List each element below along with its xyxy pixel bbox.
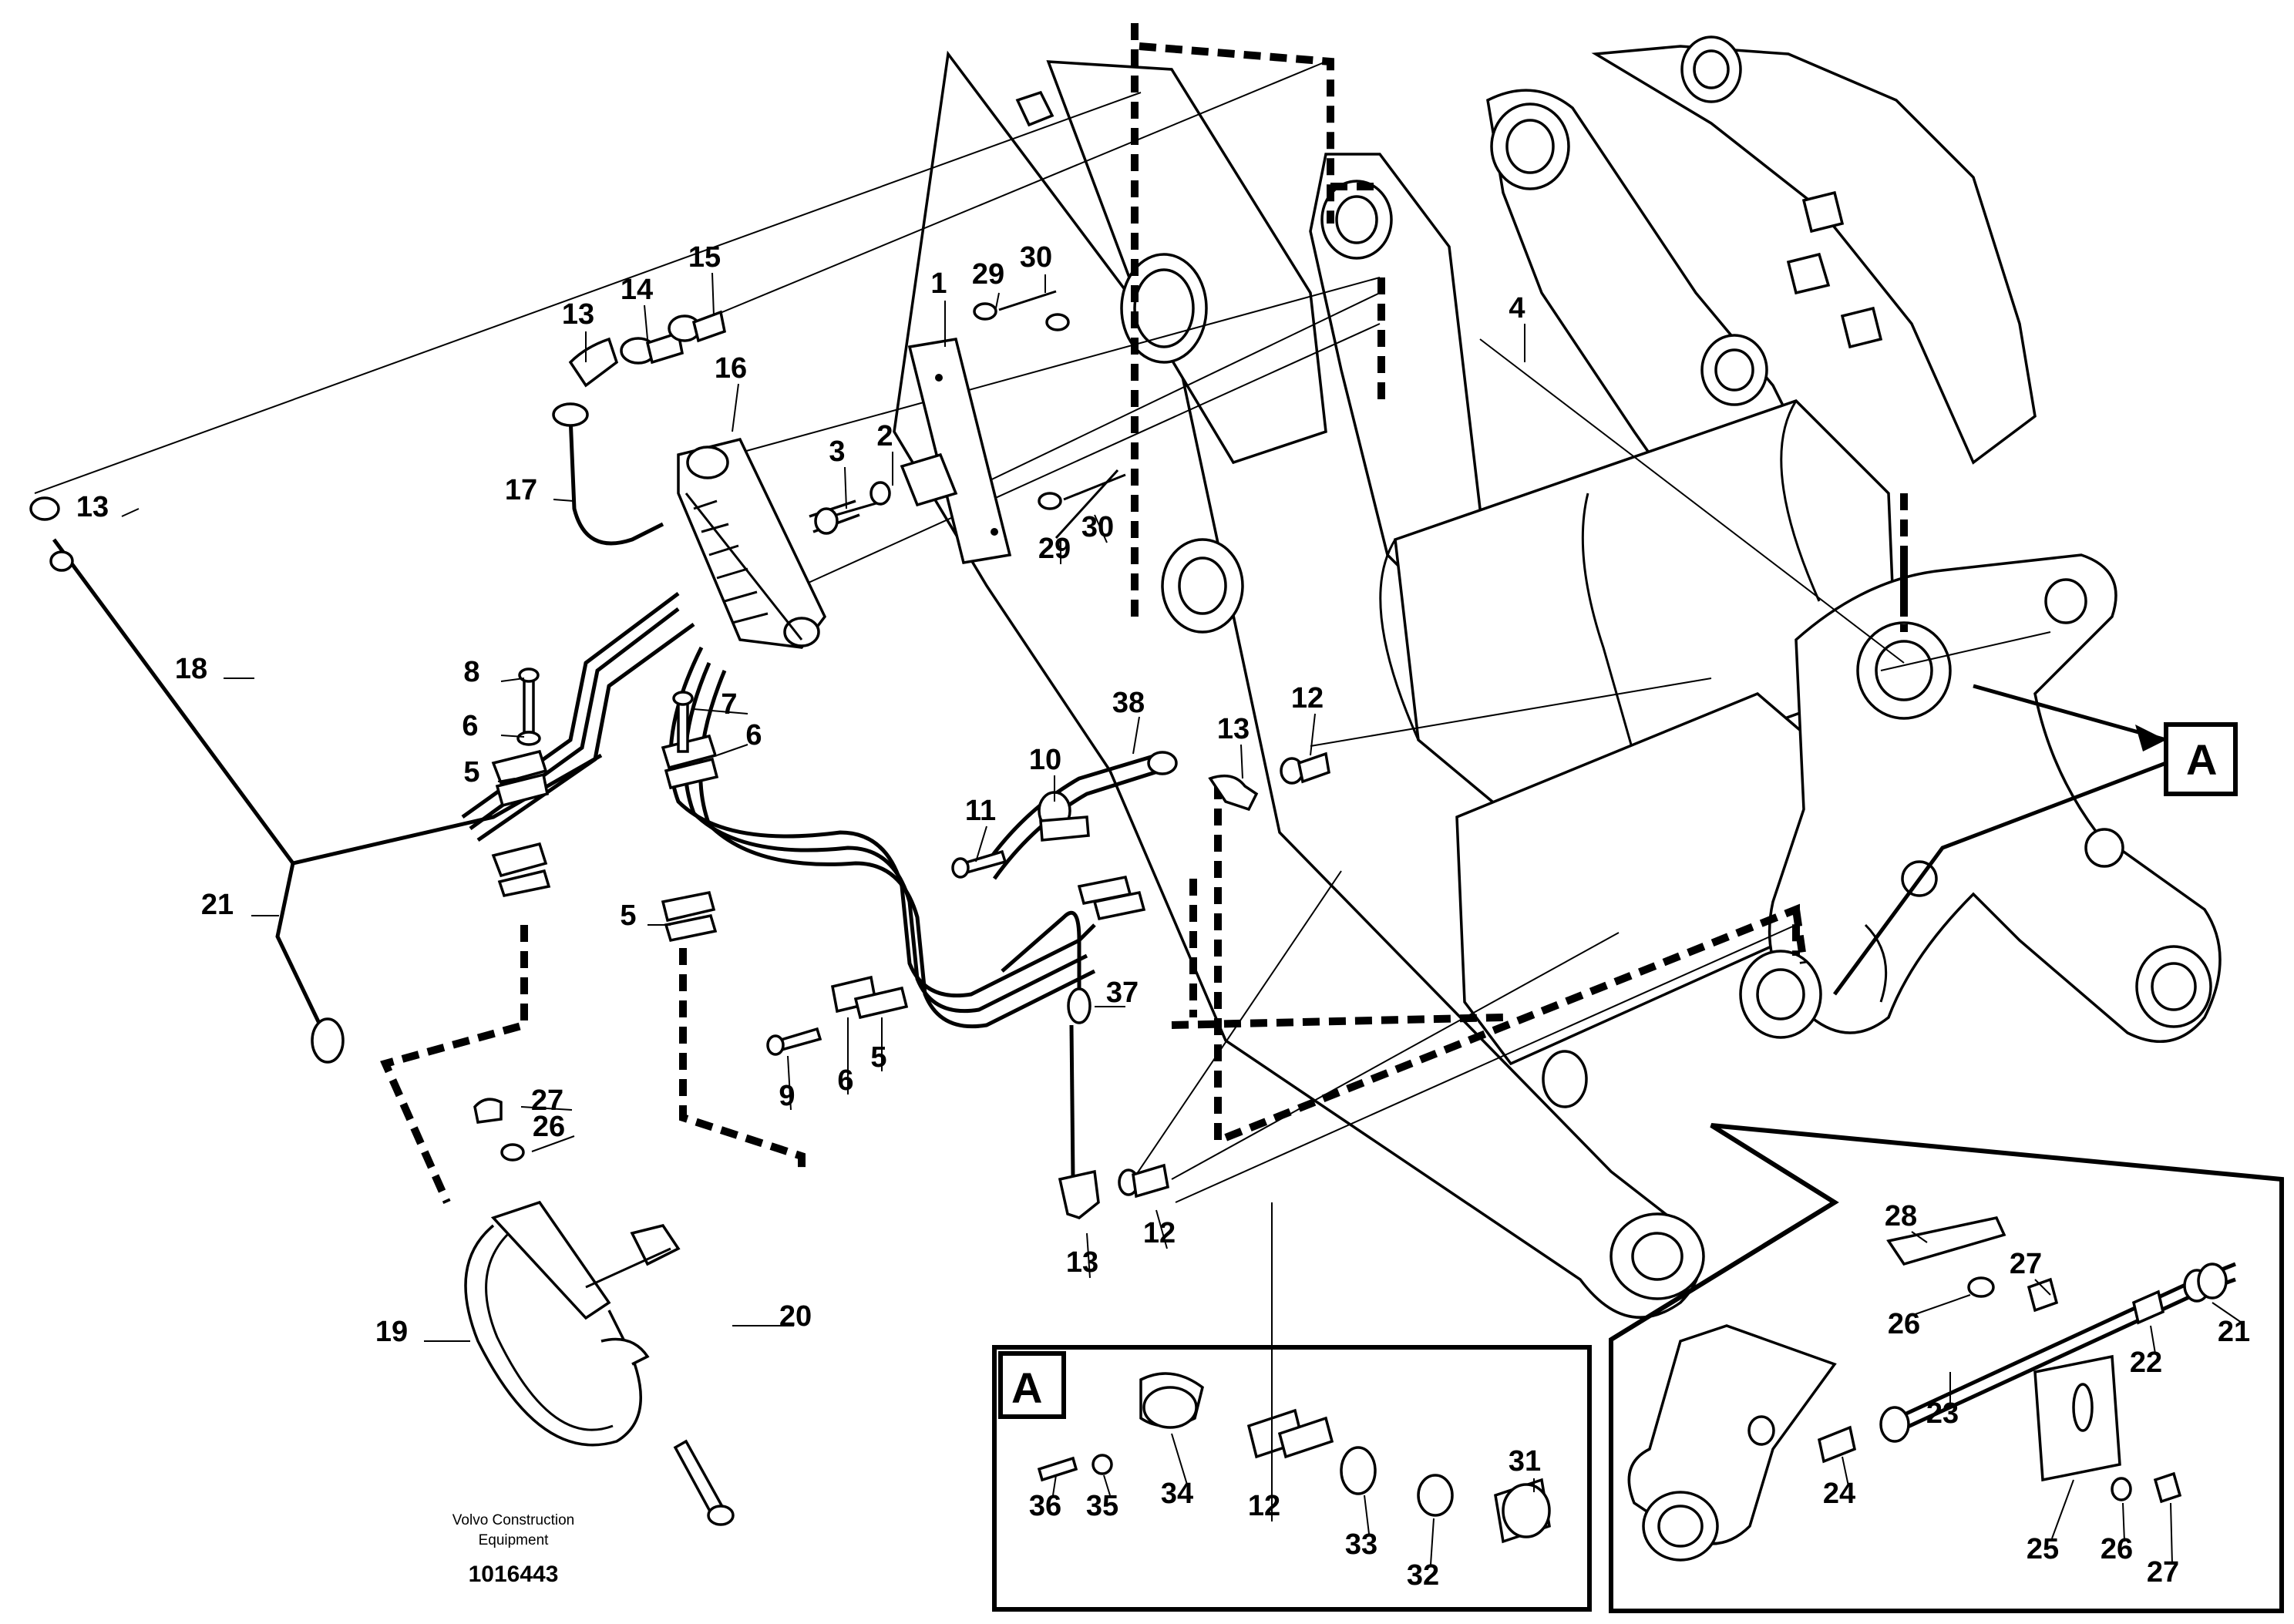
lube-distribution-block bbox=[677, 437, 827, 649]
callout-c6a: 6 bbox=[462, 710, 478, 742]
hose-lines bbox=[29, 310, 2236, 1464]
callout-c15: 15 bbox=[688, 241, 721, 274]
callout-leaders bbox=[121, 272, 2242, 1565]
caption-block: Volvo Construction Equipment 1016443 bbox=[452, 1512, 574, 1587]
callout-c3: 3 bbox=[829, 435, 845, 468]
callout-c34: 34 bbox=[1161, 1478, 1193, 1510]
callout-c33: 33 bbox=[1345, 1528, 1377, 1561]
callout-c27a: 27 bbox=[531, 1084, 563, 1117]
callout-c27b: 27 bbox=[2010, 1248, 2042, 1280]
callout-c38: 38 bbox=[1112, 687, 1145, 719]
mounting-bracket bbox=[900, 338, 1012, 564]
callout-c18: 18 bbox=[175, 653, 207, 685]
callout-c9: 9 bbox=[779, 1080, 795, 1112]
callout-c5b: 5 bbox=[620, 899, 636, 932]
alignment-lines bbox=[34, 61, 2051, 1203]
callout-c14: 14 bbox=[621, 274, 653, 306]
callout-c30b: 30 bbox=[1081, 511, 1114, 543]
callout-c13a: 13 bbox=[562, 298, 594, 331]
callout-c17: 17 bbox=[505, 474, 537, 506]
bracket-fasteners bbox=[809, 290, 1126, 540]
callout-c26b: 26 bbox=[1888, 1308, 1920, 1340]
callout-c12a: 12 bbox=[1291, 682, 1324, 714]
detail-view-b bbox=[1609, 1123, 2284, 1613]
reference-dashed-lines bbox=[380, 23, 1908, 1205]
callout-c11: 11 bbox=[965, 795, 996, 827]
callout-c24: 24 bbox=[1823, 1478, 1855, 1510]
detail-a-label: A bbox=[1011, 1363, 1042, 1412]
callout-c26a: 26 bbox=[533, 1111, 565, 1143]
callout-c13b: 13 bbox=[76, 491, 109, 523]
caption-line-2: Equipment bbox=[479, 1532, 550, 1548]
band-clamp bbox=[464, 1098, 735, 1526]
callout-c32: 32 bbox=[1407, 1559, 1439, 1592]
callout-c10: 10 bbox=[1029, 744, 1061, 776]
callout-c37: 37 bbox=[1106, 977, 1139, 1009]
callout-c27c: 27 bbox=[2147, 1556, 2179, 1589]
callout-c35: 35 bbox=[1086, 1490, 1118, 1522]
callout-c20: 20 bbox=[779, 1300, 812, 1333]
callout-c5a: 5 bbox=[463, 756, 479, 788]
callout-c30a: 30 bbox=[1020, 241, 1052, 274]
caption-line-1: Volvo Construction bbox=[452, 1512, 574, 1528]
callout-c19: 19 bbox=[375, 1316, 408, 1348]
callout-c5c: 5 bbox=[870, 1041, 886, 1074]
pipe-clamps bbox=[491, 667, 1146, 1056]
callout-c23: 23 bbox=[1926, 1397, 1959, 1430]
callout-c16: 16 bbox=[715, 352, 747, 385]
detail-a-marker: A bbox=[2186, 735, 2217, 784]
callout-c29a: 29 bbox=[972, 258, 1004, 291]
callout-c12c: 12 bbox=[1248, 1490, 1280, 1522]
callout-c21b: 21 bbox=[2218, 1316, 2250, 1348]
callout-c2: 2 bbox=[876, 420, 893, 452]
callout-c29b: 29 bbox=[1038, 533, 1071, 565]
callout-c36: 36 bbox=[1029, 1490, 1061, 1522]
callout-c12b: 12 bbox=[1143, 1217, 1176, 1249]
callout-c25: 25 bbox=[2027, 1533, 2059, 1565]
detail-a-reference: A bbox=[1832, 684, 2238, 996]
callout-c6b: 6 bbox=[745, 719, 762, 751]
callout-c31: 31 bbox=[1509, 1445, 1541, 1478]
callout-c21a: 21 bbox=[201, 889, 234, 921]
callout-c6c: 6 bbox=[837, 1064, 853, 1097]
callout-c1: 1 bbox=[930, 267, 947, 300]
loader-arm-structure bbox=[893, 35, 2222, 1319]
callout-c8: 8 bbox=[463, 656, 479, 688]
callout-c7: 7 bbox=[721, 688, 737, 721]
document-number: 1016443 bbox=[469, 1562, 559, 1587]
callout-c26c: 26 bbox=[2101, 1533, 2133, 1565]
callout-c4: 4 bbox=[1509, 292, 1525, 324]
callout-c22: 22 bbox=[2130, 1347, 2162, 1379]
callout-c13d: 13 bbox=[1066, 1246, 1098, 1279]
detail-view-a: A bbox=[992, 1345, 1592, 1612]
callout-c13c: 13 bbox=[1217, 713, 1250, 745]
callout-c28: 28 bbox=[1885, 1200, 1917, 1232]
